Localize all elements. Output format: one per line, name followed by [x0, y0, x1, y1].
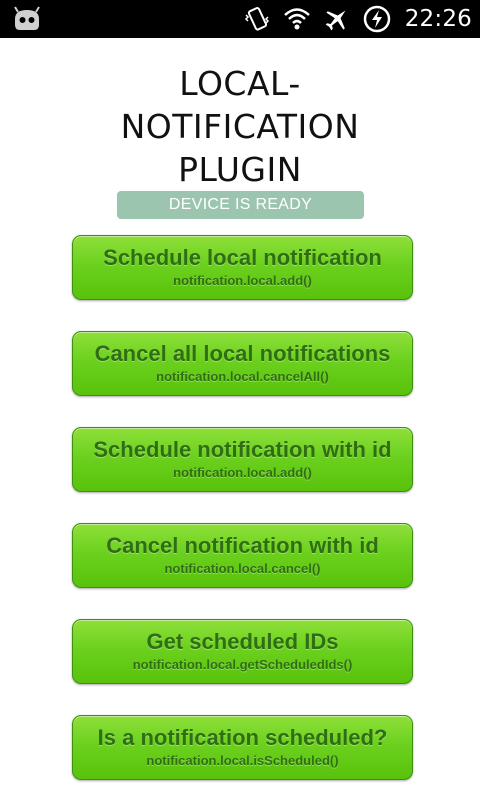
- battery-charging-icon: [363, 5, 390, 33]
- title-line-2: NOTIFICATION: [120, 107, 360, 146]
- status-bar: 22:26: [0, 0, 480, 38]
- get-scheduled-ids-button[interactable]: Get scheduled IDs notification.local.get…: [72, 619, 413, 684]
- action-button-list: Schedule local notification notification…: [72, 235, 413, 800]
- schedule-local-notification-button[interactable]: Schedule local notification notification…: [72, 235, 413, 300]
- wifi-icon: [283, 8, 310, 30]
- button-label: Get scheduled IDs: [146, 629, 339, 654]
- button-subtitle: notification.local.isScheduled(): [146, 753, 339, 768]
- button-label: Cancel all local notifications: [94, 341, 391, 366]
- title-line-3: PLUGIN: [178, 150, 302, 189]
- vibrate-icon: [244, 7, 269, 31]
- schedule-notification-with-id-button[interactable]: Schedule notification with id notificati…: [72, 427, 413, 492]
- is-notification-scheduled-button[interactable]: Is a notification scheduled? notificatio…: [72, 715, 413, 780]
- status-badge: DEVICE IS READY: [117, 191, 364, 219]
- android-robot-icon: [14, 6, 40, 30]
- button-subtitle: notification.local.getScheduledIds(): [132, 657, 353, 672]
- button-subtitle: notification.local.cancelAll(): [156, 369, 329, 384]
- button-label: Schedule local notification: [103, 245, 382, 270]
- cancel-all-notifications-button[interactable]: Cancel all local notifications notificat…: [72, 331, 413, 396]
- button-subtitle: notification.local.add(): [173, 465, 312, 480]
- button-label: Cancel notification with id: [106, 533, 379, 558]
- airplane-icon: [325, 10, 346, 31]
- button-subtitle: notification.local.add(): [173, 273, 312, 288]
- button-label: Is a notification scheduled?: [97, 725, 388, 750]
- page-title: LOCAL- NOTIFICATION PLUGIN: [0, 62, 480, 191]
- button-label: Schedule notification with id: [93, 437, 392, 462]
- clock: 22:26: [404, 6, 472, 32]
- title-line-1: LOCAL-: [179, 64, 301, 103]
- button-subtitle: notification.local.cancel(): [164, 561, 321, 576]
- cancel-notification-with-id-button[interactable]: Cancel notification with id notification…: [72, 523, 413, 588]
